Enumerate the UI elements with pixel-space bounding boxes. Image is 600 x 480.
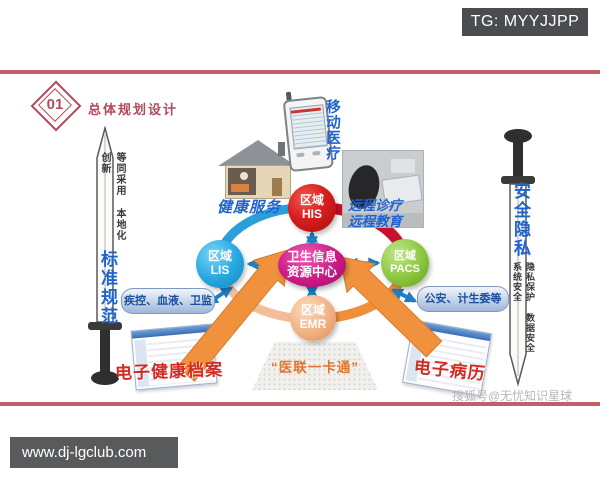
label-remote-care: 远程诊疗 远程教育 (348, 198, 402, 230)
url-box: www.dj-lgclub.com (10, 437, 178, 468)
card-label: “医联一卡通” (271, 360, 359, 375)
node-his-line2: HIS (301, 207, 322, 221)
section-title: 总体规划设计 (88, 102, 179, 117)
node-lis-line1: 区域 (207, 249, 232, 264)
right-sword-title: 安全隐私 (511, 182, 530, 258)
house-chimney (278, 142, 285, 156)
label-mobile-medical: 移动医疗 (324, 99, 340, 161)
node-lis-line2: LIS (210, 263, 230, 277)
label-electronic-health-record: 电子健康档案 (114, 360, 224, 383)
arrow-pacs-external-right (390, 288, 418, 303)
node-pacs-line1: 区域 (394, 250, 416, 263)
node-regional-lis: 区域 LIS (196, 240, 244, 288)
node-his-line1: 区域 (299, 193, 324, 208)
telemedicine-photo (342, 150, 424, 228)
external-system-left: 疾控、血液、卫监 (121, 288, 215, 314)
house-bed (231, 184, 249, 192)
hub-line1: 卫生信息 (286, 250, 337, 264)
health-service-house-icon (218, 140, 296, 199)
node-regional-his: 区域 HIS (288, 184, 336, 232)
top-divider (0, 70, 600, 74)
sohu-watermark: 搜狐号@无忧知识星球 (452, 389, 573, 403)
photo-paper (391, 159, 415, 173)
left-sword-icon (88, 126, 122, 385)
node-emr-line1: 区域 (300, 303, 325, 318)
label-remote-line2: 远程教育 (348, 214, 402, 229)
card-map-shape: “医联一卡通” (252, 342, 378, 390)
left-sword-title: 标准规范 (98, 250, 117, 326)
right-sword-icon (501, 129, 535, 387)
section-number: 01 (46, 96, 64, 113)
left-sword-subtext: 等同采用 本地化 创新 (99, 152, 125, 241)
right-sword-subtext: 隐私保护 数据安全 系统安全 (512, 262, 535, 353)
node-regional-emr: 区域 EMR (290, 295, 336, 341)
hub-health-info-center: 卫生信息 资源中心 (278, 243, 346, 287)
node-emr-line2: EMR (299, 317, 327, 331)
section-number-badge: 01 (30, 80, 82, 132)
photo-desk (343, 213, 423, 227)
house-door (272, 178, 282, 196)
node-pacs-line2: PACS (390, 263, 420, 275)
node-regional-pacs: 区域 PACS (381, 239, 429, 287)
tg-watermark-box: TG: MYYJJPP (462, 8, 588, 36)
hub-line2: 资源中心 (286, 265, 337, 279)
external-system-right: 公安、计生委等 (417, 286, 509, 312)
bottom-divider (0, 402, 600, 406)
house-person (240, 172, 248, 180)
label-remote-line1: 远程诊疗 (348, 198, 402, 213)
label-health-service: 健康服务 (217, 199, 282, 216)
